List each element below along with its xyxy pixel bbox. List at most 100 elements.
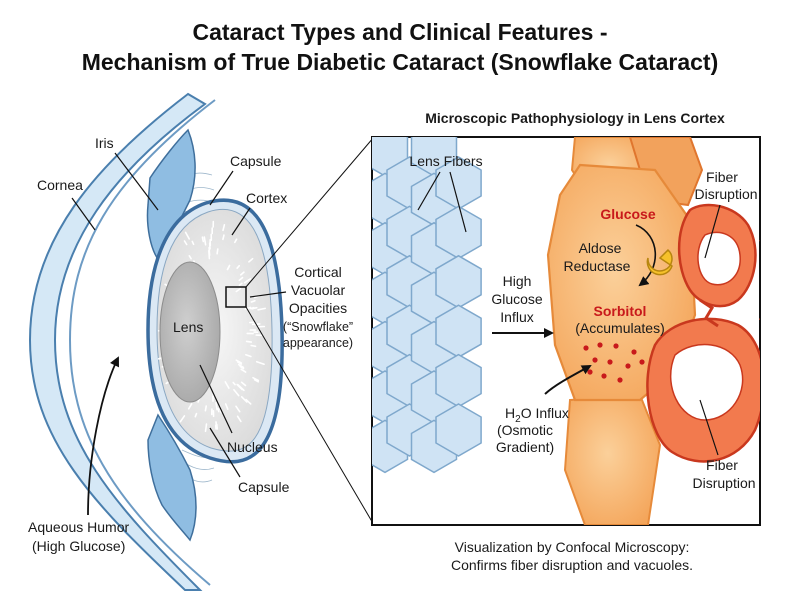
snowflake-opacity	[234, 238, 238, 244]
snowflake-opacity	[203, 236, 207, 246]
snowflake-opacity	[183, 240, 188, 246]
sorbitol-dot	[583, 345, 589, 351]
snowflake-opacity	[237, 361, 243, 365]
sorbitol-dot	[639, 359, 645, 365]
snowflake-opacity	[232, 381, 236, 386]
sorbitol-dot	[587, 369, 593, 375]
label-cornea: Cornea	[37, 177, 83, 193]
rupture-spur	[699, 298, 719, 328]
label-cvo-2: Vacuolar	[291, 282, 346, 298]
label-fd-top-1: Fiber	[706, 169, 738, 185]
label-influx-2: Glucose	[491, 291, 543, 307]
iris-lower	[147, 413, 197, 542]
lens-fiber-cell	[435, 403, 482, 457]
label-influx-1: High	[503, 273, 532, 289]
snowflake-opacity	[240, 381, 247, 387]
snowflake-opacity	[216, 248, 219, 255]
snowflake-opacity	[252, 376, 260, 382]
cornea-shape	[28, 92, 207, 591]
snowflake-opacity	[235, 405, 241, 413]
label-cortex: Cortex	[246, 190, 287, 206]
snowflake-opacity	[239, 365, 245, 370]
sorbitol-dot	[592, 357, 598, 363]
label-osmotic-2: Gradient)	[496, 439, 554, 455]
h2o-arrow	[544, 365, 592, 395]
snowflake-opacity	[250, 299, 256, 303]
snowflake-opacity	[238, 276, 244, 282]
sorbitol-dot	[607, 359, 613, 365]
snowflake-opacity	[245, 340, 253, 343]
snowflake-opacity	[208, 246, 211, 256]
title-line-2: Mechanism of True Diabetic Cataract (Sno…	[81, 49, 719, 75]
snowflake-opacity	[224, 381, 230, 389]
snowflake-opacity	[244, 306, 252, 310]
snowflake-opacity	[226, 264, 231, 271]
snowflake-opacity	[235, 287, 242, 293]
disrupted-fibers	[646, 203, 760, 463]
snowflake-opacity	[251, 306, 258, 310]
snowflake-opacity	[224, 403, 229, 411]
snowflake-opacity	[187, 402, 193, 410]
label-nucleus: Nucleus	[227, 439, 278, 455]
lens-fiber-honeycomb	[372, 137, 482, 474]
title-line-1: Cataract Types and Clinical Features -	[192, 19, 608, 45]
sorbitol-dot	[601, 373, 607, 379]
micro-heading: Microscopic Pathophysiology in Lens Cort…	[425, 110, 725, 126]
vacuole-top	[697, 231, 741, 286]
snowflake-opacity	[194, 412, 198, 418]
lens-nucleus	[159, 261, 221, 403]
label-influx-3: Influx	[500, 309, 533, 325]
snowflake-opacity	[257, 307, 267, 311]
label-lens: Lens	[173, 319, 203, 335]
snowflake-opacity	[204, 405, 207, 412]
snowflake-opacity	[240, 395, 248, 403]
iris-upper	[146, 128, 196, 264]
sorbitol-dot	[613, 343, 619, 349]
snowflake-opacity	[245, 398, 252, 405]
biochemistry: Glucose Aldose Reductase Sorbitol (Accum…	[564, 206, 673, 383]
label-iris: Iris	[95, 135, 114, 151]
snowflake-opacity	[217, 407, 220, 413]
snowflake-opacity	[179, 415, 186, 423]
snowflake-opacity	[236, 415, 242, 423]
snowflake-opacity	[233, 388, 240, 397]
label-fd-top-2: Disruption	[694, 186, 757, 202]
sclera-outline	[68, 99, 216, 586]
label-reductase: Reductase	[564, 258, 631, 274]
snowflake-opacity	[204, 423, 208, 433]
label-accumulates: (Accumulates)	[575, 320, 664, 336]
snowflake-opacity	[191, 240, 195, 246]
snowflake-opacity	[238, 363, 245, 369]
snowflake-opacity	[235, 359, 242, 364]
footer-line-1: Visualization by Confocal Microscopy:	[455, 539, 690, 555]
label-fd-bottom-2: Disruption	[692, 475, 755, 491]
snowflake-opacity	[248, 257, 254, 263]
micro-panel-content: Glucose Aldose Reductase Sorbitol (Accum…	[372, 137, 760, 525]
snowflake-opacity	[222, 224, 226, 232]
snowflake-opacity	[238, 282, 243, 287]
snowflake-opacity	[255, 360, 265, 366]
label-cvo-5: appearance)	[283, 336, 353, 350]
eye-cross-section	[28, 92, 375, 591]
snowflake-opacity	[245, 353, 252, 358]
snowflake-opacity	[236, 383, 243, 391]
label-osmotic-1: (Osmotic	[497, 422, 553, 438]
snowflake-opacity	[215, 401, 218, 411]
snowflake-opacity	[240, 368, 247, 373]
label-aqueous-1: Aqueous Humor	[28, 519, 130, 535]
sorbitol-dot	[617, 377, 623, 383]
label-aqueous-2: (High Glucose)	[32, 538, 125, 554]
label-cvo-4: (“Snowflake”	[283, 320, 353, 334]
snowflake-opacity	[222, 234, 225, 241]
label-capsule-bottom: Capsule	[238, 479, 290, 495]
label-h2o: H2O Influx	[505, 405, 569, 425]
label-sorbitol: Sorbitol	[594, 303, 647, 319]
snowflake-opacity	[236, 264, 241, 270]
aldose-reductase-arrow	[635, 224, 657, 287]
cell-bottom	[563, 393, 662, 525]
snowflake-opacity	[250, 344, 257, 348]
label-cvo-3: Opacities	[289, 300, 347, 316]
label-aldose: Aldose	[579, 240, 622, 256]
label-lens-fibers: Lens Fibers	[409, 153, 482, 169]
